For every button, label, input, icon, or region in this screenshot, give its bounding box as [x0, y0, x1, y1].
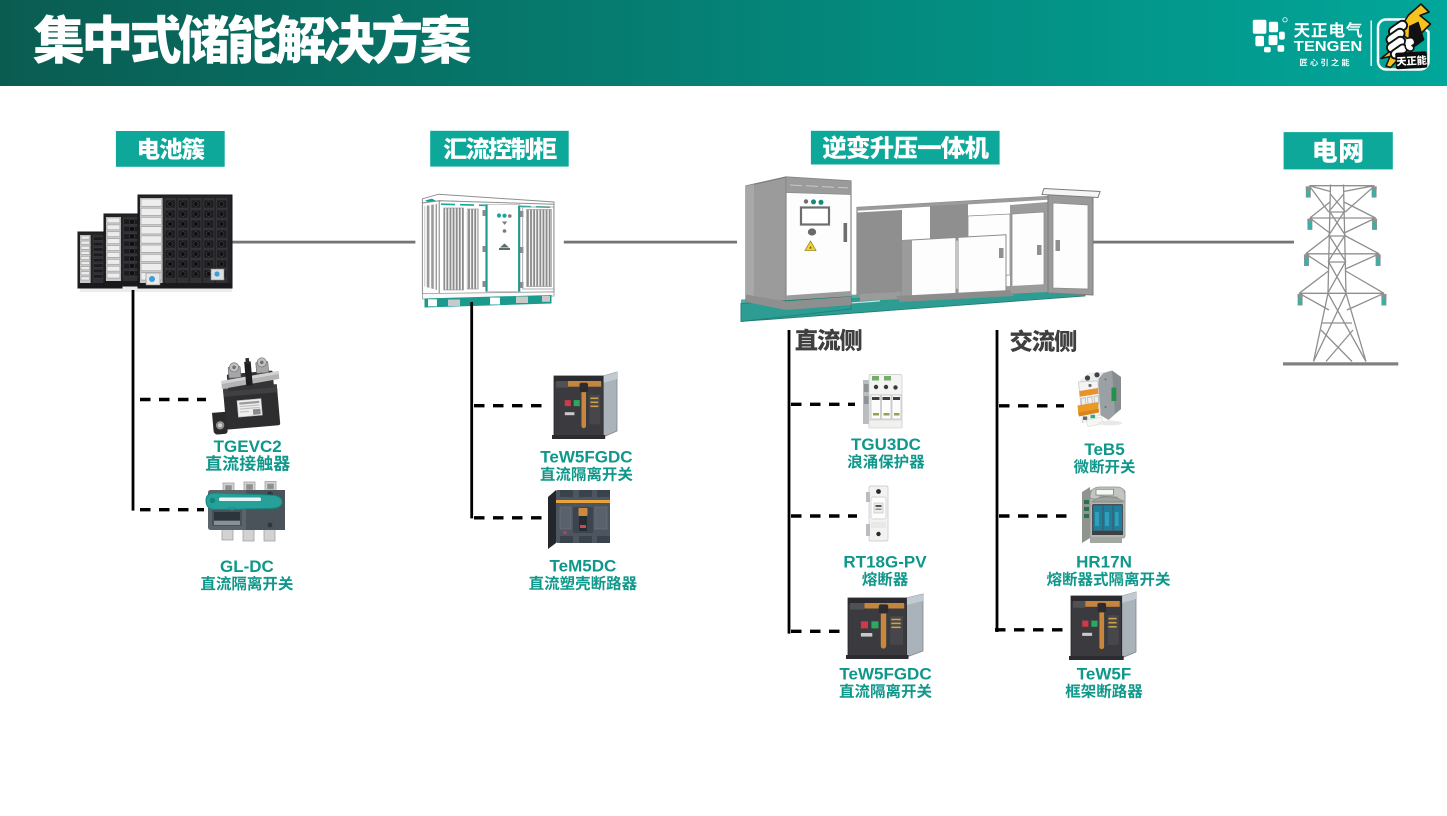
svg-text:TGEVC2: TGEVC2: [214, 437, 282, 456]
svg-text:TeW5FGDC: TeW5FGDC: [540, 448, 632, 467]
svg-text:TeW5F: TeW5F: [1077, 665, 1131, 684]
svg-text:TENGEN: TENGEN: [1294, 39, 1363, 55]
svg-text:RT18G-PV: RT18G-PV: [843, 553, 927, 572]
svg-text:TGU3DC: TGU3DC: [851, 435, 921, 454]
svg-text:HR17N: HR17N: [1076, 553, 1132, 572]
svg-text:TeW5FGDC: TeW5FGDC: [839, 665, 931, 684]
svg-text:TeM5DC: TeM5DC: [550, 557, 617, 576]
svg-text:GL-DC: GL-DC: [220, 557, 274, 576]
svg-text:TeB5: TeB5: [1084, 440, 1124, 459]
